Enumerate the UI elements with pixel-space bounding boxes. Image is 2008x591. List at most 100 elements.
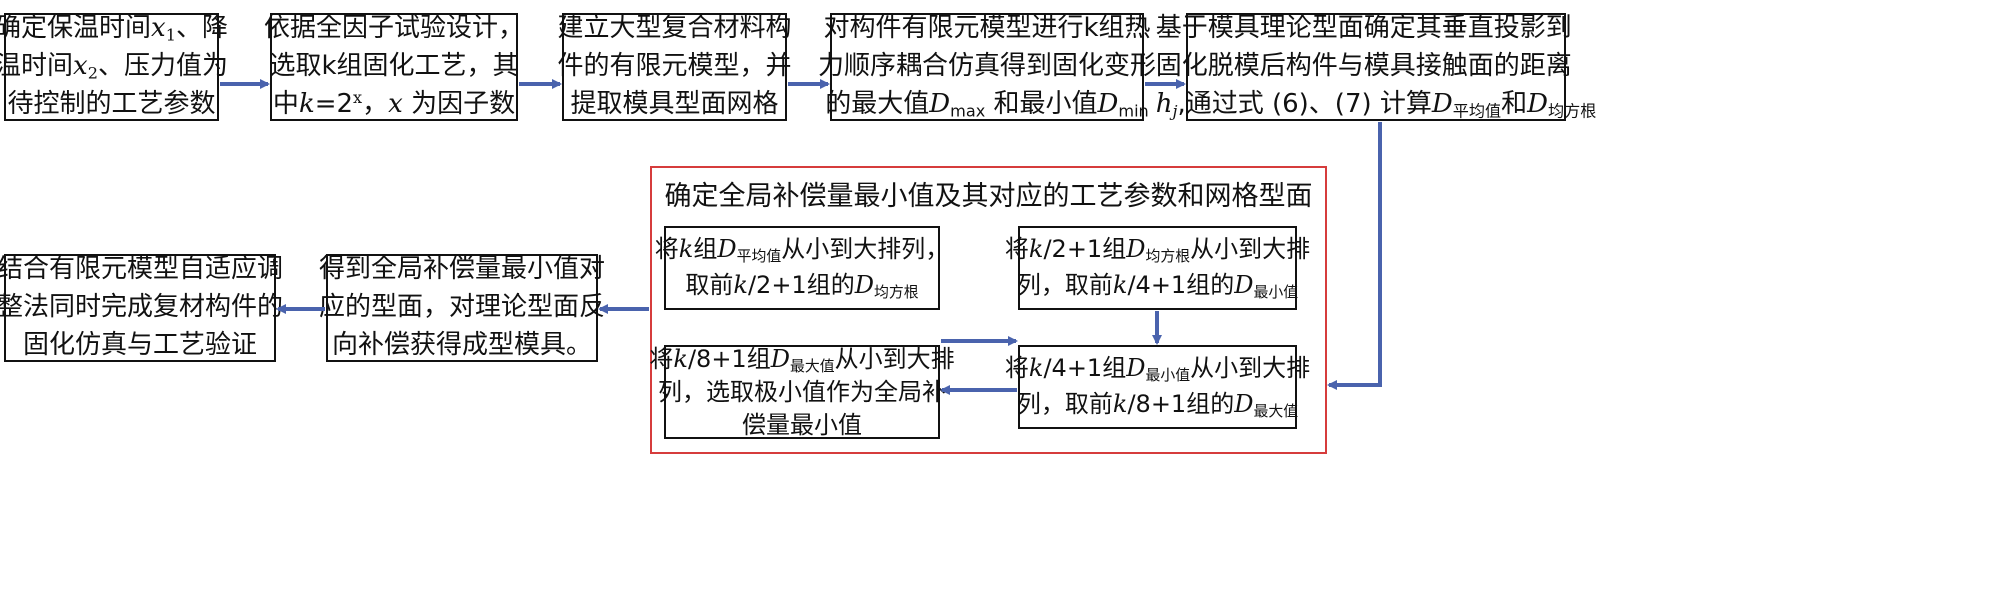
step-thermo-mechanical-simulation: 对构件有限元模型进行k组热 力顺序耦合仿真得到固化变形 的最大值Dmax 和最小… <box>818 13 1156 121</box>
var-d: D <box>929 88 951 119</box>
global-compensation-frame <box>650 166 1327 454</box>
text: 从小到大排 <box>834 345 955 373</box>
text: 向补偿获得成型模具。 <box>332 329 593 360</box>
var-d: D <box>1234 390 1254 418</box>
step-factorial-design: 依据全因子试验设计， 选取k组固化工艺，其 中k=2x，x 为因子数 <box>264 13 524 121</box>
var-x: x <box>388 88 403 119</box>
arrow-5-to-frame <box>1327 122 1382 390</box>
subscript-avg: 平均值 <box>1452 101 1502 121</box>
text: 组的 <box>1186 390 1235 418</box>
text: 将 <box>654 235 679 264</box>
var-k: k <box>1112 390 1128 418</box>
text: 、压力值为 <box>97 51 228 82</box>
subscript-min: min <box>1118 101 1149 121</box>
fraction: /2+1 <box>1043 235 1103 264</box>
text: 列，取前 <box>1016 390 1113 418</box>
text: 将 <box>649 345 674 373</box>
var-k: k <box>733 271 748 299</box>
subscript-rms: 均方根 <box>1547 101 1597 121</box>
fraction: /4+1 <box>1043 354 1103 383</box>
text: 组的 <box>1186 271 1235 299</box>
var-d: D <box>1431 88 1453 119</box>
text: 待控制的工艺参数 <box>7 88 216 119</box>
text: 温时间 <box>0 51 74 82</box>
text: 固化仿真与工艺验证 <box>23 329 258 360</box>
text: 件的有限元模型，并 <box>557 51 792 82</box>
fraction: /8+1 <box>687 345 747 373</box>
text: 从小到大排 <box>1190 235 1311 264</box>
equation: =2 <box>314 88 354 119</box>
fraction: /4+1 <box>1127 271 1187 299</box>
var-k: k <box>1112 271 1128 299</box>
text: 建立大型复合材料构 <box>557 13 792 44</box>
var-k: k <box>298 88 315 119</box>
var-x1: x1 <box>151 13 176 45</box>
text: 将 <box>1004 354 1029 383</box>
var-d: D <box>1527 88 1548 119</box>
var-k: k <box>673 345 688 373</box>
text: 的最大值 <box>825 88 930 119</box>
text: 偿量最小值 <box>742 410 862 439</box>
text: 从小到大排 <box>1190 354 1311 383</box>
step-sort-min: 将k/4+1组D最小值从小到大排 列，取前k/8+1组的D最大值 <box>1005 345 1310 429</box>
text: 列，取前 <box>1016 271 1113 299</box>
var-h: h <box>1155 88 1173 119</box>
subscript-maxval: 最大值 <box>1253 402 1299 421</box>
text: 组 <box>693 235 718 264</box>
var-d: D <box>770 345 790 373</box>
text: 基于模具理论型面确定其垂直投影到 <box>1155 13 1572 44</box>
subscript-minval: 最小值 <box>1253 283 1299 302</box>
text: 组 <box>1102 235 1127 264</box>
text: 确定保温时间 <box>0 13 152 44</box>
text: 列，选取极小值作为全局补 <box>658 378 946 407</box>
text: 得到全局补偿量最小值对 <box>319 254 606 285</box>
fraction: /2+1 <box>747 271 807 299</box>
text: 组的 <box>806 271 855 299</box>
var-x-sup: x <box>353 87 363 107</box>
var-d: D <box>717 235 737 264</box>
text: 选取k组固化工艺，其 <box>269 51 519 82</box>
step-build-fe-model: 建立大型复合材料构 件的有限元模型，并 提取模具型面网格 <box>558 13 792 121</box>
step-compute-distance: 基于模具理论型面确定其垂直投影到 固化脱模后构件与模具接触面的距离 hj,通过式… <box>1156 13 1596 121</box>
text: 结合有限元模型自适应调 <box>0 254 284 285</box>
var-d: D <box>1234 271 1254 299</box>
step-set-parameters: 确定保温时间x1、降 温时间x2、压力值为 待控制的工艺参数 <box>0 13 228 121</box>
frame-title: 确定全局补偿量最小值及其对应的工艺参数和网格型面 <box>664 181 1313 212</box>
text: 组 <box>1102 354 1127 383</box>
step-sort-rms: 将k/2+1组D均方根从小到大排 列，取前k/4+1组的D最小值 <box>1005 226 1310 310</box>
var-x2: x2 <box>73 51 98 83</box>
subscript-maxval: 最大值 <box>789 357 835 376</box>
text: 固化脱模后构件与模具接触面的距离 <box>1155 51 1572 82</box>
var-d: D <box>1126 235 1146 264</box>
text: 和最小值 <box>993 88 1098 119</box>
text: ,通过式 (6)、(7) 计算 <box>1177 88 1432 119</box>
text: ， <box>362 88 389 119</box>
step-compensate-mold: 得到全局补偿量最小值对 应的型面，对理论型面反 向补偿获得成型模具。 <box>319 254 605 362</box>
step-sort-avg: 将k组D平均值从小到大排列， 取前k/2+1组的D均方根 <box>655 226 949 310</box>
var-k: k <box>1028 235 1044 264</box>
var-d: D <box>1126 354 1146 383</box>
subscript-max: max <box>950 101 986 121</box>
text: 组 <box>746 345 771 373</box>
subscript-rms: 均方根 <box>873 283 919 302</box>
text: 取前 <box>685 271 734 299</box>
text: 为因子数 <box>411 88 516 119</box>
text: 应的型面，对理论型面反 <box>319 292 606 323</box>
text: 对构件有限元模型进行k组热 <box>823 13 1151 44</box>
text: 力顺序耦合仿真得到固化变形 <box>818 51 1157 82</box>
text: 、降 <box>175 13 228 44</box>
step-sort-max: 将k/8+1组D最大值从小到大排 列，选取极小值作为全局补 偿量最小值 <box>649 345 955 439</box>
var-d: D <box>1097 88 1119 119</box>
fraction: /8+1 <box>1127 390 1187 418</box>
step-verification: 结合有限元模型自适应调 整法同时完成复材构件的 固化仿真与工艺验证 <box>0 254 283 362</box>
var-j: j <box>1172 101 1178 121</box>
subscript-rms: 均方根 <box>1145 247 1191 266</box>
var-d: D <box>854 271 874 299</box>
text: 中 <box>272 88 299 119</box>
text: 和 <box>1501 88 1528 119</box>
text: 整法同时完成复材构件的 <box>0 292 284 323</box>
subscript-minval: 最小值 <box>1145 366 1191 385</box>
text: 依据全因子试验设计， <box>264 13 525 44</box>
text: 将 <box>1004 235 1029 264</box>
